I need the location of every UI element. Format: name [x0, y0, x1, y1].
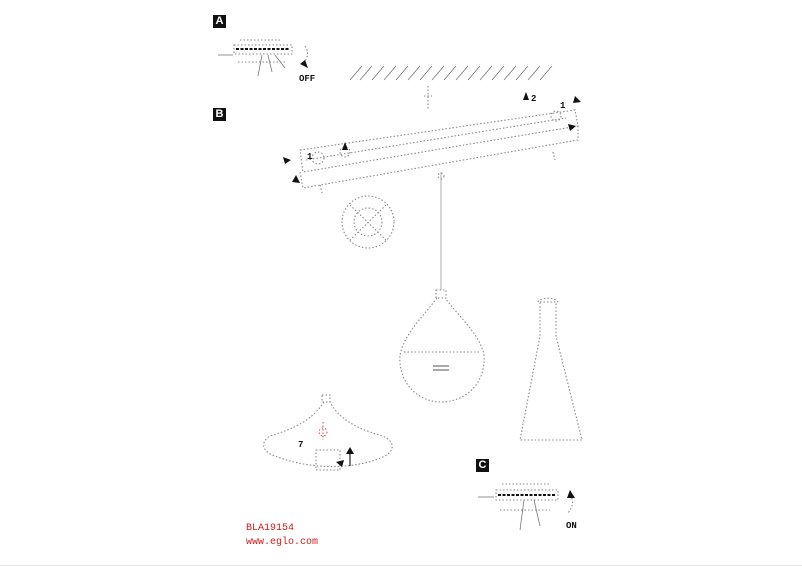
product-code: BLA19154: [246, 523, 295, 534]
arrow-one-label-a: 1: [307, 152, 313, 162]
cone-shade-figure: [519, 297, 583, 441]
arrow-one-label-b: 1: [560, 101, 566, 111]
switch-on-label: ON: [566, 521, 577, 531]
step-b-label: B: [213, 108, 226, 121]
step-a-label: A: [213, 15, 226, 28]
switch-off-label: OFF: [299, 74, 316, 84]
mounting-bar-figure: [283, 92, 581, 249]
page-bottom-rule: [0, 565, 802, 566]
website-url: www.eglo.com: [246, 537, 319, 548]
arrow-two-label: 2: [531, 94, 537, 104]
dome-shade-figure: [263, 394, 393, 471]
terminal-block-on-figure: [478, 483, 575, 531]
pendant-shade-figure: [399, 289, 485, 403]
step-c-label: C: [476, 459, 489, 472]
ceiling-hatch: [349, 65, 553, 81]
terminal-block-off-figure: [218, 39, 309, 77]
arrow-seven-label: 7: [298, 440, 304, 450]
